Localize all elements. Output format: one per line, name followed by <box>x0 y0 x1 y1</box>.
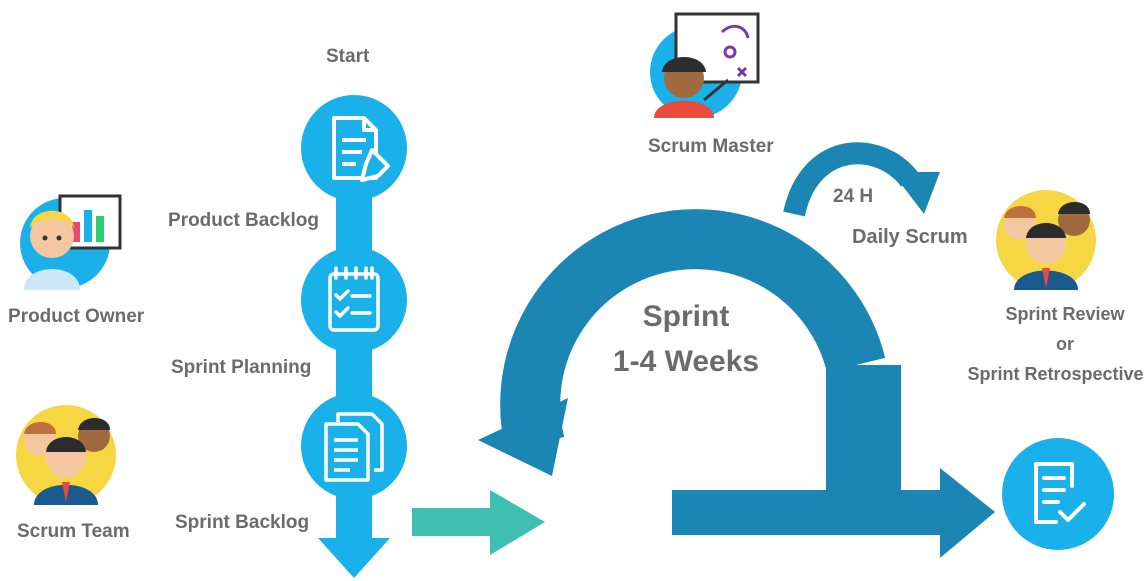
sprint-backlog-circle <box>301 393 407 499</box>
product-owner-avatar <box>20 194 122 290</box>
scrum-team-label: Scrum Team <box>17 521 130 542</box>
daily-hours-label: 24 H <box>833 186 874 207</box>
sprint-duration: 1-4 Weeks <box>612 345 760 378</box>
daily-scrum-arrow <box>783 142 940 217</box>
sprint-title: Sprint <box>642 300 730 333</box>
review-circle <box>1002 438 1114 550</box>
document-edit-icon <box>332 116 390 182</box>
product-owner-label: Product Owner <box>8 306 145 327</box>
document-check-icon <box>1034 462 1086 524</box>
product-backlog-circle <box>301 95 407 201</box>
sprint-planning-label: Sprint Planning <box>171 357 312 378</box>
sprint-planning-circle <box>301 247 407 353</box>
product-backlog-label: Product Backlog <box>168 210 319 231</box>
daily-scrum-label: Daily Scrum <box>852 226 968 248</box>
scrum-team-avatar <box>16 405 116 505</box>
review-or-label: or <box>1056 334 1074 354</box>
scrum-master-label: Scrum Master <box>648 136 774 157</box>
process-arrow <box>318 140 390 578</box>
sprint-review-label: Sprint Review <box>1005 304 1125 324</box>
loop-base <box>672 468 995 558</box>
checklist-icon <box>328 266 380 332</box>
scrum-master-avatar <box>650 12 760 118</box>
documents-icon <box>324 412 384 482</box>
teal-arrow <box>412 490 545 555</box>
sprint-backlog-label: Sprint Backlog <box>175 512 310 533</box>
sprint-retrospective-label: Sprint Retrospective <box>967 364 1144 384</box>
start-label: Start <box>326 46 370 67</box>
sprint-review-avatar <box>996 190 1096 290</box>
